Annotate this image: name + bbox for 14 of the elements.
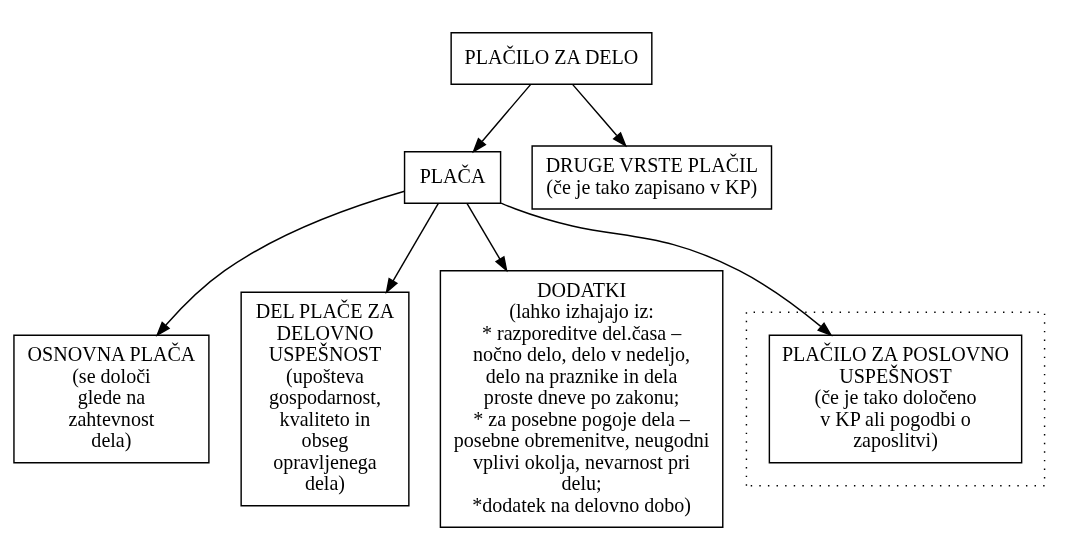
node-box: DRUGE VRSTE PLAČIL (če je tako zapisano v KP)	[531, 144, 773, 210]
arrow	[572, 83, 627, 147]
arrow	[472, 83, 532, 153]
node-box: DEL PLAČE ZA DELOVNO USPEŠNOST (upošteva gospodarnost, kvaliteto in obseg opravljenega dela)	[240, 290, 410, 506]
arrow	[500, 201, 833, 336]
arrow	[385, 202, 439, 294]
arrow	[155, 190, 406, 337]
node-box: PLAČILO ZA DELO	[450, 31, 653, 85]
node-box: PLAČA	[403, 150, 502, 204]
node-box: DODATKI (lahko izhajajo iz: * razporeditve del.časa – nočno delo, delo v nedeljo, delo na praznike in dela proste dneve po zakonu; * za posebne pogoje dela – posebne obremenitve, neugodni vplivi okolja, nevarnost pri delu; *dodatek na delovno dobo)	[439, 269, 724, 528]
node-box: PLAČILO ZA POSLOVNO USPEŠNOST (če je tako določeno v KP ali pogodbi o zaposlitvi)	[768, 333, 1023, 463]
arrow	[466, 202, 508, 272]
node-box: OSNOVNA PLAČA (se določi glede na zahtevnost dela)	[13, 333, 210, 463]
cluster	[745, 311, 1046, 486]
